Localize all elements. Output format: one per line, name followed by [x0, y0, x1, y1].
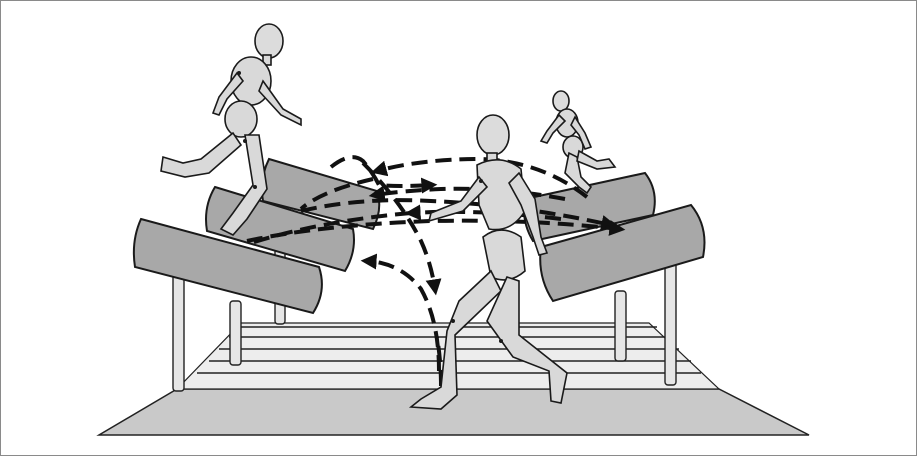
mannequin-right — [541, 91, 615, 193]
right-pads — [524, 173, 705, 301]
